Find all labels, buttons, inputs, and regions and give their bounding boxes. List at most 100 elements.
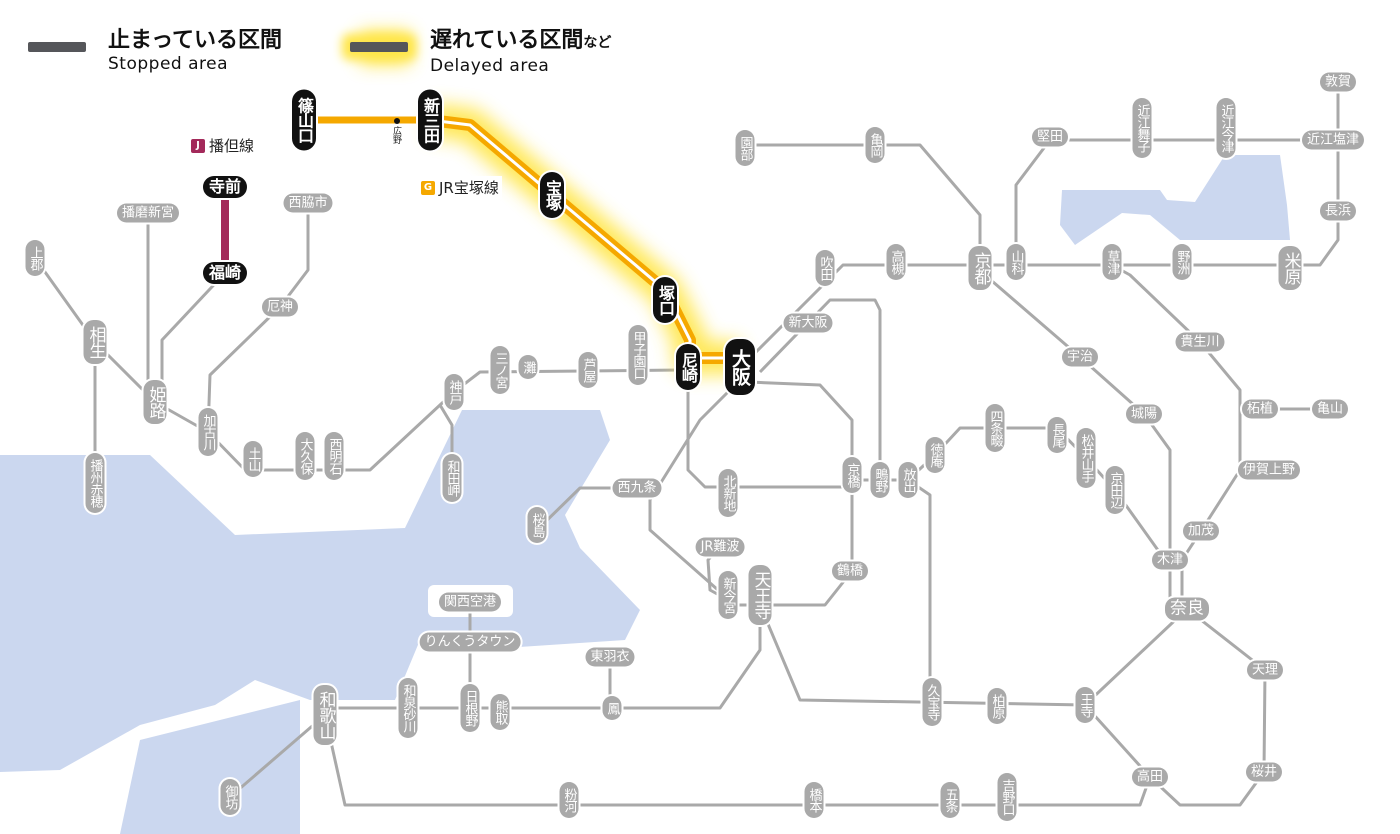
station-shijonawate[interactable]: 四条畷 (985, 404, 1005, 452)
station-himeji[interactable]: 姫路 (143, 380, 167, 424)
station-matsuiyamate[interactable]: 松井山手 (1076, 428, 1096, 488)
station-tenri[interactable]: 天理 (1246, 660, 1284, 680)
line-code-icon: G (421, 180, 435, 195)
station-uji[interactable]: 宇治 (1061, 347, 1099, 367)
station-shinimamiya[interactable]: 新今宮 (718, 571, 738, 619)
station-kusatsu[interactable]: 草津 (1102, 244, 1122, 280)
station-koshienguchi[interactable]: 甲子園口 (628, 325, 648, 385)
legend-delayed: 遅れている区間など Delayed area (350, 28, 611, 76)
station-teramae[interactable]: 寺前 (202, 176, 248, 198)
station-fukusaki[interactable]: 福崎 (202, 262, 248, 284)
station-nara[interactable]: 奈良 (1165, 597, 1209, 621)
station-kameoka[interactable]: 亀岡 (865, 127, 885, 163)
station-tennoji[interactable]: 天王寺 (748, 565, 772, 625)
bay-lower (120, 700, 300, 834)
station-maibara[interactable]: 米原 (1278, 246, 1302, 290)
station-kamigori[interactable]: 上郡 (25, 240, 45, 276)
delayed-swatch (350, 42, 408, 52)
station-kyotanabe[interactable]: 京田辺 (1105, 466, 1125, 514)
lake-biwa (1060, 155, 1290, 245)
station-ashiya[interactable]: 芦屋 (578, 352, 598, 388)
station-jrnamba[interactable]: JR難波 (695, 537, 745, 557)
station-kyoto[interactable]: 京都 (968, 246, 992, 290)
station-kansaiairport[interactable]: 関西空港 (438, 592, 502, 612)
stopped-label-en: Stopped area (108, 54, 229, 74)
station-tokuan[interactable]: 徳庵 (925, 437, 945, 473)
station-kibukawa[interactable]: 貴生川 (1175, 332, 1225, 352)
station-shinosaka[interactable]: 新大阪 (783, 313, 833, 333)
station-omishiotsu[interactable]: 近江塩津 (1301, 130, 1365, 150)
stopped-label-ja: 止まっている区間 (108, 28, 283, 53)
station-nagao[interactable]: 長尾 (1047, 417, 1067, 453)
station-gobo[interactable]: 御坊 (220, 779, 240, 815)
line-badge-bantan[interactable]: J 播但線 (188, 134, 258, 157)
station-yamashina[interactable]: 山科 (1006, 244, 1026, 280)
station-takatsuki[interactable]: 高槻 (886, 244, 906, 280)
station-yasu[interactable]: 野洲 (1172, 244, 1192, 280)
station-hineno[interactable]: 日根野 (460, 684, 480, 732)
station-amagasaki[interactable]: 尼崎 (676, 344, 700, 390)
stopped-swatch (28, 42, 86, 52)
station-takarazuka[interactable]: 宝塚 (540, 172, 564, 218)
station-sasayamaguchi[interactable]: 篠山口 (292, 89, 316, 151)
line-badge-takarazuka[interactable]: G JR宝塚線 (418, 176, 502, 199)
station-nishikujo[interactable]: 西九条 (612, 478, 662, 498)
station-yakujin[interactable]: 厄神 (261, 297, 299, 317)
station-wadamisaki[interactable]: 和田岬 (442, 454, 462, 502)
station-wakayama[interactable]: 和歌山 (313, 685, 337, 745)
station-hanaten[interactable]: 放出 (898, 462, 918, 498)
station-kokawa[interactable]: 粉河 (559, 782, 579, 818)
station-harimashingu[interactable]: 播磨新宮 (116, 203, 180, 223)
station-kakogawa[interactable]: 加古川 (198, 408, 218, 456)
line-name: 播但線 (209, 137, 255, 155)
station-tsuruhashi[interactable]: 鶴橋 (831, 561, 869, 581)
station-izumisunagawa[interactable]: 和泉砂川 (398, 678, 418, 738)
station-osaka[interactable]: 大阪 (725, 339, 755, 395)
station-omiimazu[interactable]: 近江今津 (1216, 98, 1236, 158)
station-nishiakashi[interactable]: 西明石 (324, 432, 344, 480)
station-rinkutown[interactable]: りんくうタウン (419, 632, 521, 652)
station-takada[interactable]: 高田 (1131, 767, 1169, 787)
station-okubo[interactable]: 大久保 (295, 432, 315, 480)
station-joyo[interactable]: 城陽 (1125, 404, 1163, 424)
station-shigino[interactable]: 鴫野 (870, 462, 890, 498)
delayed-label-en: Delayed area (430, 56, 550, 76)
station-kamo[interactable]: 加茂 (1182, 521, 1220, 541)
station-nada[interactable]: 灘 (518, 355, 538, 379)
station-sannomiya[interactable]: 三ノ宮 (490, 346, 510, 394)
station-hashimoto[interactable]: 橋本 (804, 782, 824, 818)
station-suita[interactable]: 吹田 (815, 250, 835, 286)
station-aioi[interactable]: 相生 (83, 320, 107, 364)
station-kameyama[interactable]: 亀山 (1311, 399, 1349, 419)
station-oji[interactable]: 王寺 (1075, 687, 1095, 723)
station-omimaiko[interactable]: 近江舞子 (1132, 98, 1152, 158)
station-sakurai[interactable]: 桜井 (1245, 762, 1283, 782)
station-igaueno[interactable]: 伊賀上野 (1237, 460, 1301, 480)
station-tsuruga[interactable]: 敦賀 (1319, 72, 1357, 92)
station-tsukaguchi[interactable]: 塚口 (653, 277, 677, 323)
station-higashihagoromo[interactable]: 東羽衣 (585, 647, 635, 667)
hirono-dot (394, 118, 400, 124)
station-kashiwara[interactable]: 柏原 (987, 688, 1007, 724)
station-otori[interactable]: 鳳 (602, 696, 622, 720)
station-kumatori[interactable]: 熊取 (490, 694, 510, 730)
station-hirono[interactable]: 広野 (391, 126, 401, 144)
station-tsuge[interactable]: 柘植 (1241, 399, 1279, 419)
station-nishiwakishi[interactable]: 西脇市 (283, 193, 333, 213)
station-kizu[interactable]: 木津 (1151, 550, 1189, 570)
station-gojo[interactable]: 五条 (940, 782, 960, 818)
station-sakurajima[interactable]: 桜島 (527, 507, 547, 543)
station-kyuhoji[interactable]: 久宝寺 (922, 678, 942, 726)
station-kobe[interactable]: 神戸 (444, 374, 464, 410)
station-banshuako[interactable]: 播州赤穂 (85, 453, 105, 513)
station-tsuchiyama[interactable]: 土山 (243, 441, 263, 477)
legend-stopped: 止まっている区間 Stopped area (28, 28, 282, 74)
station-katata[interactable]: 堅田 (1031, 127, 1069, 147)
station-kyobashi[interactable]: 京橋 (842, 457, 862, 493)
station-kitashinchi[interactable]: 北新地 (718, 469, 738, 517)
station-shinsanda[interactable]: 新三田 (418, 89, 442, 151)
station-nagahama[interactable]: 長浜 (1319, 201, 1357, 221)
station-sonobe[interactable]: 園部 (735, 130, 755, 166)
station-yoshinoguchi[interactable]: 吉野口 (997, 773, 1017, 821)
